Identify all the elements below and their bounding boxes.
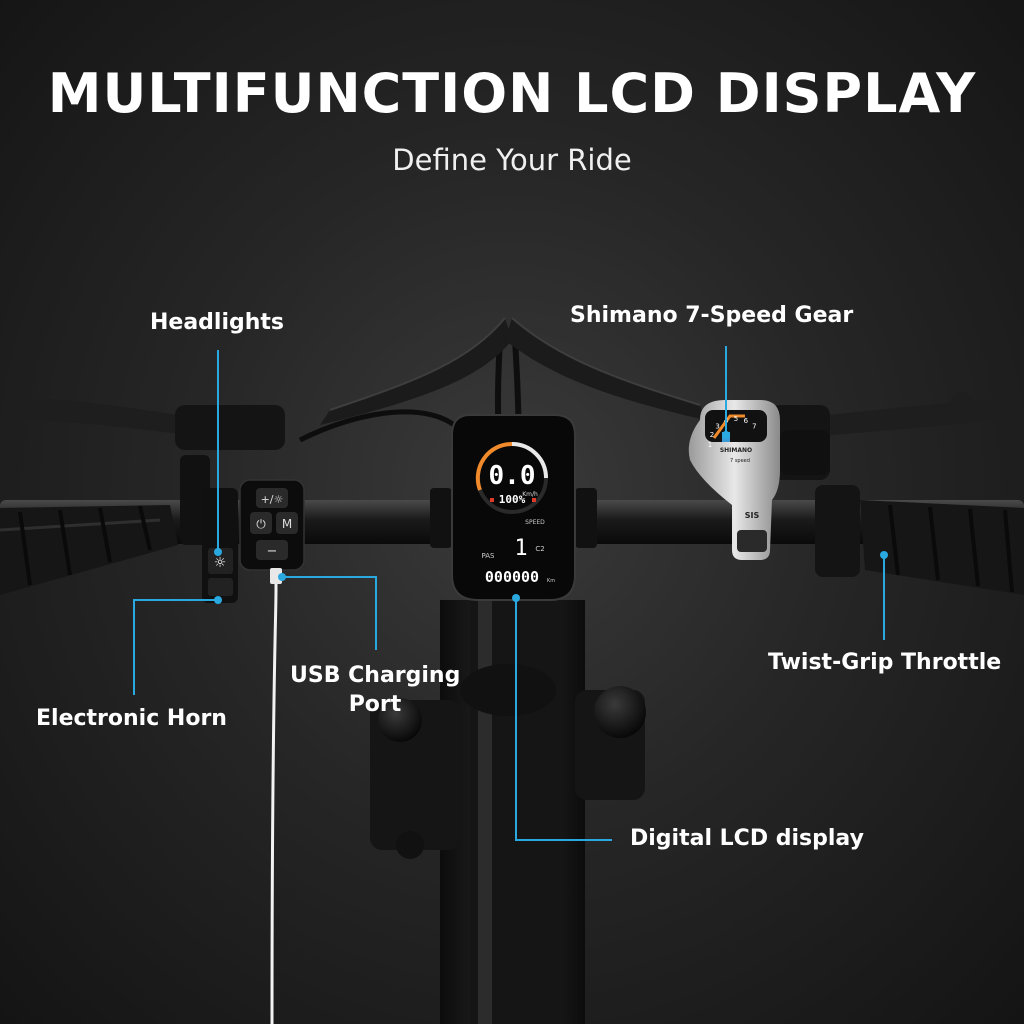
riser-handlebar: [320, 317, 705, 425]
lcd-speed-label: SPEED: [525, 519, 545, 526]
lcd-pas-label: PAS: [481, 552, 495, 560]
lcd-battery: 100%: [499, 493, 526, 506]
gear-number-2: 2: [710, 431, 714, 439]
lcd-pas-level: 1: [514, 536, 527, 561]
shifter-speeds: 7 speed: [730, 458, 750, 464]
shimano-gear-label: Shimano 7-Speed Gear: [570, 303, 854, 328]
minus-label: −: [267, 544, 278, 559]
horn-callout-line: [133, 599, 218, 695]
mode-button[interactable]: [276, 512, 298, 534]
callout-dots: [214, 431, 888, 604]
gear-number-3: 3: [715, 423, 719, 431]
usb-cable: [270, 575, 278, 1024]
lcd-speed: 0.0: [489, 461, 536, 491]
gear-number-5: 5: [734, 415, 738, 423]
usb-charging-port-label-line1: USB Charging: [290, 663, 461, 688]
plus-light-button[interactable]: [256, 488, 288, 508]
power-button[interactable]: [250, 512, 272, 534]
callout-lines: [133, 346, 885, 841]
gear-number-1: 1: [708, 441, 712, 449]
page-title: MULTIFUNCTION LCD DISPLAY: [47, 62, 977, 125]
left-grip: [0, 505, 178, 595]
power-icon: ⏻: [256, 517, 266, 531]
right-grip: [815, 485, 1024, 595]
electronic-horn-label: Electronic Horn: [36, 706, 227, 731]
usb-callout-line: [282, 576, 377, 650]
minus-button[interactable]: [256, 540, 288, 560]
usb-charging-port-label-line2: Port: [348, 692, 402, 717]
gear-number-7: 7: [752, 423, 756, 431]
usb-port[interactable]: [270, 568, 282, 584]
lcd-speed-unit: Km/h: [522, 491, 538, 498]
lcd-odometer: 000000: [485, 568, 539, 586]
lcd-callout-line: [515, 600, 612, 841]
lcd-c-label: C2: [535, 545, 544, 553]
twist-grip-throttle-label: Twist-Grip Throttle: [768, 650, 1002, 675]
page-subtitle: Define Your Ride: [392, 143, 632, 177]
headlight-horn-switch[interactable]: ☼: [202, 488, 238, 603]
lcd-odometer-unit: Km: [547, 578, 555, 584]
headlights-label: Headlights: [150, 310, 285, 335]
shifter-sis: SIS: [745, 511, 760, 520]
shifter-brand: SHIMANO: [720, 447, 752, 454]
light-symbol-icon: ☼: [214, 555, 227, 571]
control-pad: +/☼ ⏻ M −: [239, 479, 305, 571]
shimano-shifter[interactable]: SHIMANO 7 speed SIS: [688, 400, 830, 560]
plus-light-label: +/☼: [261, 493, 284, 506]
lcd-display: 0.0 Km/h 100% SPEED 1 PAS C2 000000 Km: [430, 414, 597, 601]
digital-lcd-display-label: Digital LCD display: [630, 826, 864, 851]
mode-label: M: [282, 517, 292, 531]
gear-number-6: 6: [744, 417, 749, 425]
usb-charging-port-label: USB Charging Port: [290, 663, 460, 717]
